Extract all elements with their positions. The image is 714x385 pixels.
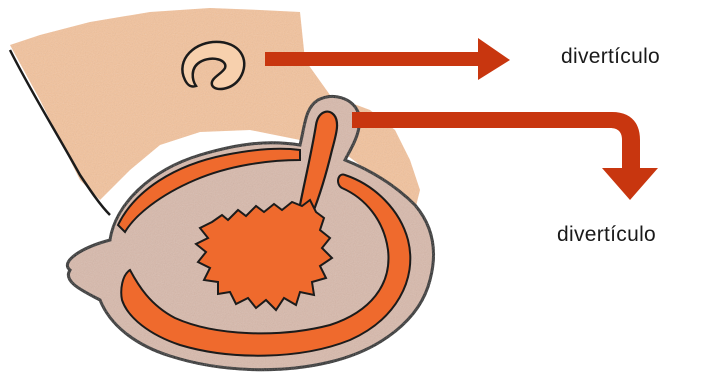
label-diverticulum-top: divertículo bbox=[561, 45, 660, 69]
label-diverticulum-bottom: divertículo bbox=[557, 223, 656, 247]
